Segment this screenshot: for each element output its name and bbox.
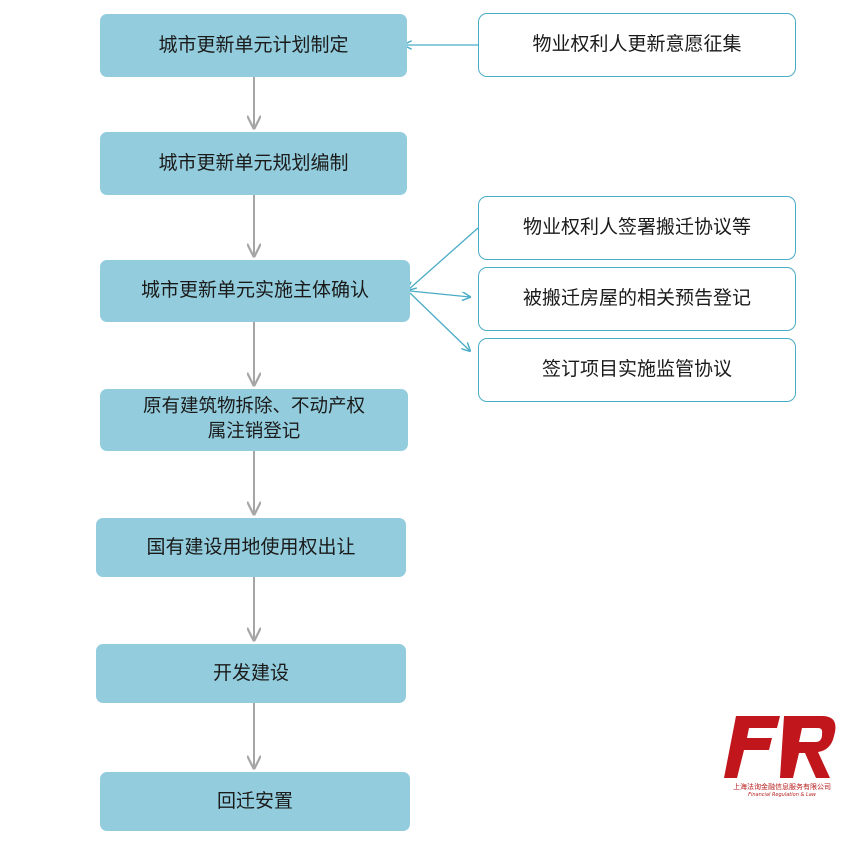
flow-step-label: 城市更新单元规划编制 xyxy=(158,151,349,174)
logo-company-name-en: Financial Regulation & Law xyxy=(748,792,816,798)
flow-step-label: 原有建筑物拆除、不动产权 属注销登记 xyxy=(142,396,365,442)
side-input-owner-willingness: 物业权利人更新意愿征集 xyxy=(478,13,796,77)
arrow-to-output2 xyxy=(409,290,470,297)
flow-step-label: 开发建设 xyxy=(212,661,289,684)
side-output-relocation-agreement: 物业权利人签署搬迁协议等 xyxy=(478,196,796,260)
flow-step-demolition-deregistration: 原有建筑物拆除、不动产权 属注销登记 xyxy=(100,389,408,451)
flow-step-land-use-transfer: 国有建设用地使用权出让 xyxy=(96,518,406,577)
logo-company-name-cn: 上海法询金融信息服务有限公司 xyxy=(733,783,831,791)
arrow-to-output1 xyxy=(408,227,479,290)
flow-step-implementer-confirmation: 城市更新单元实施主体确认 xyxy=(100,260,410,322)
fr-logo-mark xyxy=(724,716,836,778)
flow-step-planning-compilation: 城市更新单元规划编制 xyxy=(100,132,407,195)
side-box-label: 签订项目实施监管协议 xyxy=(541,358,732,381)
flow-step-resettlement: 回迁安置 xyxy=(100,772,410,831)
flow-step-label: 城市更新单元实施主体确认 xyxy=(140,279,369,302)
arrow-to-output3 xyxy=(409,292,470,351)
flow-step-plan-formulation: 城市更新单元计划制定 xyxy=(100,14,407,77)
side-output-supervision-agreement: 签订项目实施监管协议 xyxy=(478,338,796,402)
side-output-preregistration: 被搬迁房屋的相关预告登记 xyxy=(478,267,796,331)
flow-step-label: 回迁安置 xyxy=(216,789,293,812)
flow-step-development-construction: 开发建设 xyxy=(96,644,406,703)
flow-step-label: 国有建设用地使用权出让 xyxy=(146,535,356,558)
side-box-label: 物业权利人签署搬迁协议等 xyxy=(522,216,751,239)
side-box-label: 被搬迁房屋的相关预告登记 xyxy=(522,287,751,310)
side-box-label: 物业权利人更新意愿征集 xyxy=(532,33,742,56)
company-logo: 上海法询金融信息服务有限公司 Financial Regulation & La… xyxy=(722,712,842,802)
flow-step-label: 城市更新单元计划制定 xyxy=(158,33,349,56)
